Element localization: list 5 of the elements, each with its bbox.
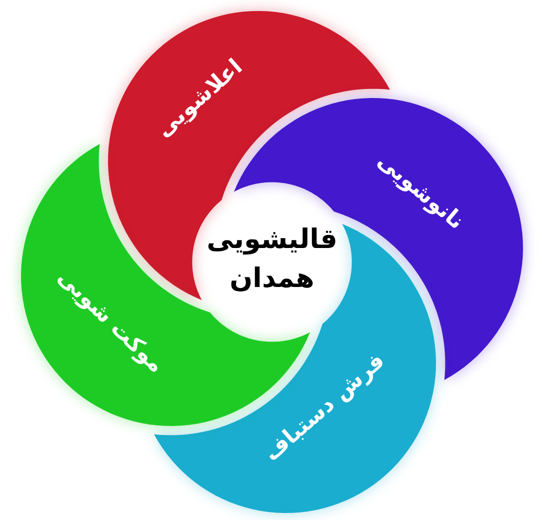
segment-label: فرش دستباف [259,348,391,468]
segment-label: اعلاشویی [152,54,248,144]
diagram-title: قالیشویی همدان [206,222,338,296]
segment-label: نانوشویی [371,148,468,236]
segment-label: موکت شویی [52,264,168,380]
